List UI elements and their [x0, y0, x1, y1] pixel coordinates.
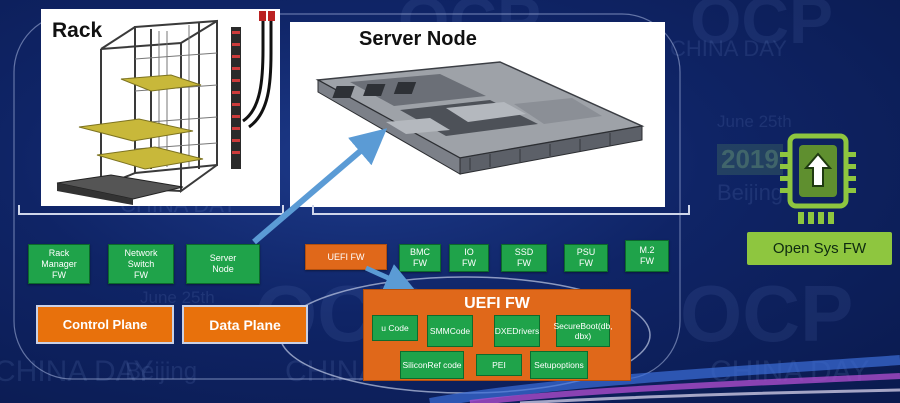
control-plane-label: Control Plane [62, 317, 148, 332]
watermark-date-1: June 25th [717, 112, 792, 131]
secure-boot-box-text: SecureBoot(db, dbx) [553, 321, 612, 341]
bmc-fw-box-line-1: BMC [410, 247, 430, 257]
server-node-illustration [315, 61, 645, 175]
silicon-ref-code-box-line-2: Ref code [427, 360, 462, 370]
bmc-fw-box-line-2: FW [413, 258, 427, 268]
rack-title: Rack [52, 19, 103, 42]
ucode-box-line-1: u Code [381, 323, 409, 333]
pei-box-line-1: PEI [492, 360, 506, 370]
network-switch-fw-box-line-3: FW [133, 269, 148, 280]
setup-options-box-text: Setupoptions [534, 360, 584, 370]
smm-code-box-line-2: Code [449, 326, 471, 336]
setup-options-box-line-2: options [556, 360, 584, 370]
ucode-box: u Code [372, 315, 418, 341]
silicon-ref-code-box-text: SiliconRef code [402, 360, 461, 370]
server-node-image-panel: Server Node [290, 22, 665, 207]
silicon-ref-code-box: SiliconRef code [400, 351, 464, 379]
uefi-fw-box-text: UEFI FW [326, 252, 367, 263]
network-switch-fw-box-line-1: Network [124, 247, 158, 258]
data-plane-box: Data Plane [182, 305, 308, 344]
data-plane-label: Data Plane [209, 316, 281, 333]
smm-code-box-line-1: SMM [429, 326, 450, 336]
setup-options-box: Setupoptions [530, 351, 588, 379]
rack-manager-fw-box-line-3: FW [52, 269, 66, 280]
watermark-ocp-2: OCP [690, 0, 834, 57]
smm-code-box: SMMCode [427, 315, 473, 347]
ssd-fw-box-line-1: SSD [514, 247, 534, 257]
dxe-drivers-box-line-1: DXE [494, 326, 513, 336]
psu-fw-box-line-2: FW [578, 258, 593, 268]
secure-boot-box-line-2: Boot [580, 321, 598, 331]
rack-manager-fw-box-line-1: Rack [48, 247, 70, 258]
rack-bracket [18, 205, 284, 215]
watermark-date-2: June 25th [140, 288, 215, 307]
rack-image-panel: Rack [41, 9, 280, 206]
uefi-fw-box: UEFI FW [305, 244, 387, 270]
rack-manager-fw-box-line-2: Manager [41, 258, 77, 269]
m2-fw-box-line-2: FW [639, 256, 654, 266]
watermark-china-day-4: CHINA DAY [0, 355, 154, 388]
server-node-bracket [312, 205, 690, 215]
pei-box: PEI [476, 354, 522, 376]
ssd-fw-box-line-2: FW [516, 258, 531, 268]
pei-box-text: PEI [492, 360, 506, 370]
control-plane-box: Control Plane [36, 305, 174, 344]
watermark-city-1: Beijing [717, 180, 784, 205]
server-node-title: Server Node [359, 28, 477, 50]
server-node-box-line-2: Node [212, 264, 234, 274]
smm-code-box-text: SMMCode [430, 326, 470, 336]
io-fw-box-line-2: FW [462, 258, 476, 268]
watermark-ocp-4: OCP [680, 269, 854, 358]
uefi-fw-title: UEFI FW [464, 295, 530, 312]
open-sys-fw-label: Open Sys FW [747, 232, 892, 265]
rack-illustration [56, 11, 275, 205]
watermark-city-2: Beijing [125, 358, 198, 385]
watermark-china-day-1: CHINA DAY [670, 36, 787, 61]
dxe-drivers-box-text: DXEDrivers [495, 326, 539, 336]
secure-boot-box-line-1: Secure [553, 321, 581, 331]
server-node-box-line-1: Server [209, 253, 237, 263]
network-switch-fw-box-line-2: Switch [127, 258, 155, 269]
secure-boot-box: SecureBoot(db, dbx) [553, 315, 613, 347]
chip-upload-icon [780, 133, 856, 224]
setup-options-box-line-1: Setup [534, 360, 557, 370]
psu-fw-box-line-1: PSU [576, 247, 596, 257]
silicon-ref-code-box-line-1: Silicon [402, 360, 428, 370]
ucode-box-text: u Code [381, 323, 408, 333]
watermark-year-2: 2019 [717, 144, 783, 175]
uefi-fw-box-line-1: UEFI FW [327, 251, 365, 262]
io-fw-box-line-1: IO [464, 247, 474, 257]
dxe-drivers-box-line-2: Drivers [512, 326, 540, 336]
secure-boot-box-line-3: (db, dbx) [574, 321, 613, 341]
dxe-drivers-box: DXEDrivers [494, 315, 540, 347]
m2-fw-box-line-1: M.2 [639, 245, 655, 255]
